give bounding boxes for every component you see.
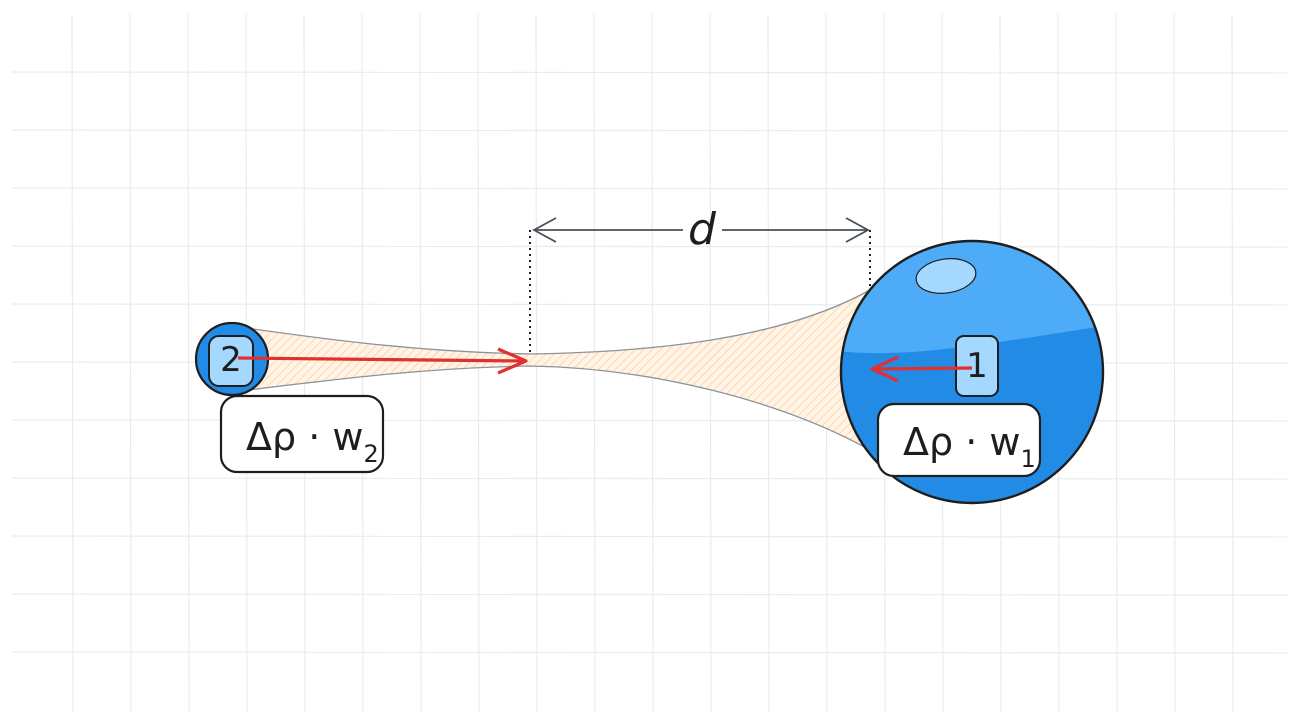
grid-line-vertical [187,13,190,713]
particle-1-index-box [955,335,999,397]
particle-2: 2 [194,321,270,397]
grid-line-horizontal [11,419,1289,422]
grid-line-vertical [129,13,132,713]
grid-line-horizontal [11,71,1289,74]
particle-1-highlight [915,258,977,294]
particle-1-index: 1 [966,346,988,386]
force-label-2-subscript: 2 [363,440,378,468]
force-arrow-1-shaft [873,366,973,371]
distance-label: d [688,204,717,255]
force-label-1-box [876,402,1042,478]
grid-line-horizontal [11,477,1289,480]
force-arrow-1 [870,355,973,383]
grid-line-horizontal [11,535,1289,538]
grid-line-horizontal [11,245,1289,248]
distance-dimension: d [529,204,871,370]
particle-2-index-box [208,335,254,387]
force-label-2-box [219,394,385,474]
force-label-1-text: Δρ · w1 [903,420,1036,473]
force-label-1-subscript: 1 [1020,445,1035,473]
force-arrow-2-shaft [237,356,525,363]
grid-line-horizontal [11,187,1289,190]
grid-line-vertical [71,13,74,713]
force-label-1-main: Δρ · w [903,420,1020,464]
grid-line-horizontal [11,303,1289,306]
grid-line-horizontal [11,593,1289,596]
force-label-2-main: Δρ · w [246,415,363,459]
particle-1-outline [839,239,1105,505]
force-label-2-text: Δρ · w2 [246,415,379,468]
particle-2-index: 2 [220,340,242,380]
force-arrow-1-head [870,355,899,383]
force-arrow-2-head [497,347,528,375]
grid-line-horizontal [11,129,1289,132]
grid-line-horizontal [11,651,1289,654]
force-label-2: Δρ · w2 [219,394,385,474]
distance-arrowhead-left [532,217,557,243]
distance-arrowhead-right [845,217,870,243]
force-arrow-2 [237,347,528,375]
force-label-1: Δρ · w1 [876,402,1042,478]
